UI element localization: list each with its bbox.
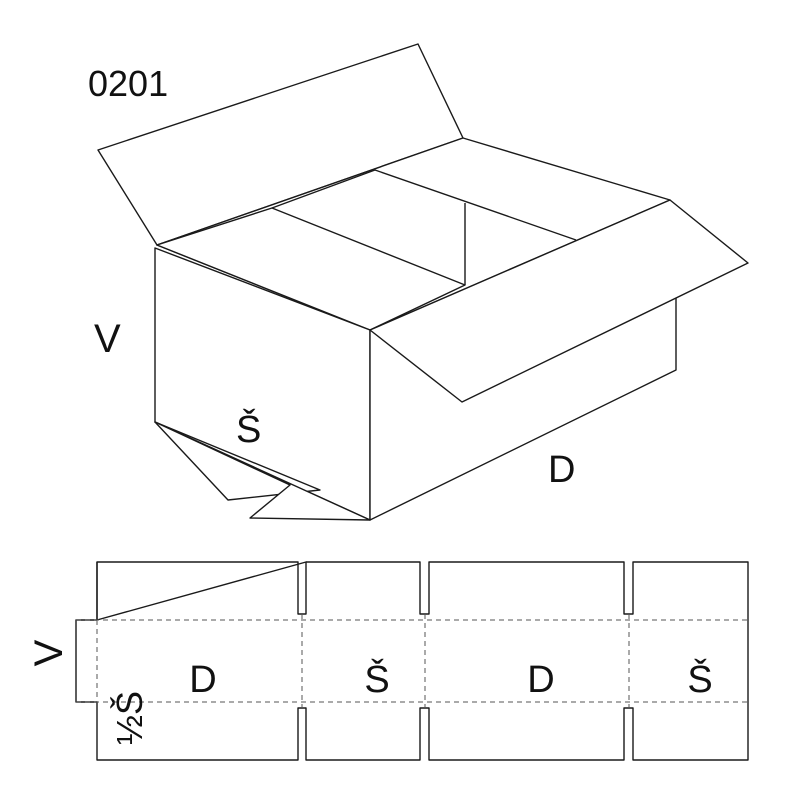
net-top-flap-2 [306,561,749,620]
inner-fold-line [374,169,577,241]
net-panel-label-3: D [527,659,554,701]
front-flap [369,199,749,403]
bottom-flap-right [154,421,371,521]
inner-divider-line [271,169,376,209]
net-panel-label-1: D [189,659,216,701]
box-net: V ½Š D Š D Š [27,561,749,761]
net-panel-label-2: Š [364,657,389,701]
style-code: 0201 [88,63,168,104]
net-height-label: V [27,639,71,666]
net-top-flap-1 [96,561,307,621]
net-glue-tab [75,619,97,703]
net-panel-label-4: Š [687,657,712,701]
box-width-label: Š [236,407,261,451]
net-half-width-label: ½Š [109,691,150,745]
box-length-label: D [548,449,575,491]
box-illustration: 0201 V Š D [88,43,749,521]
box-height-label: V [94,317,121,361]
net-bottom-flaps [96,702,749,761]
